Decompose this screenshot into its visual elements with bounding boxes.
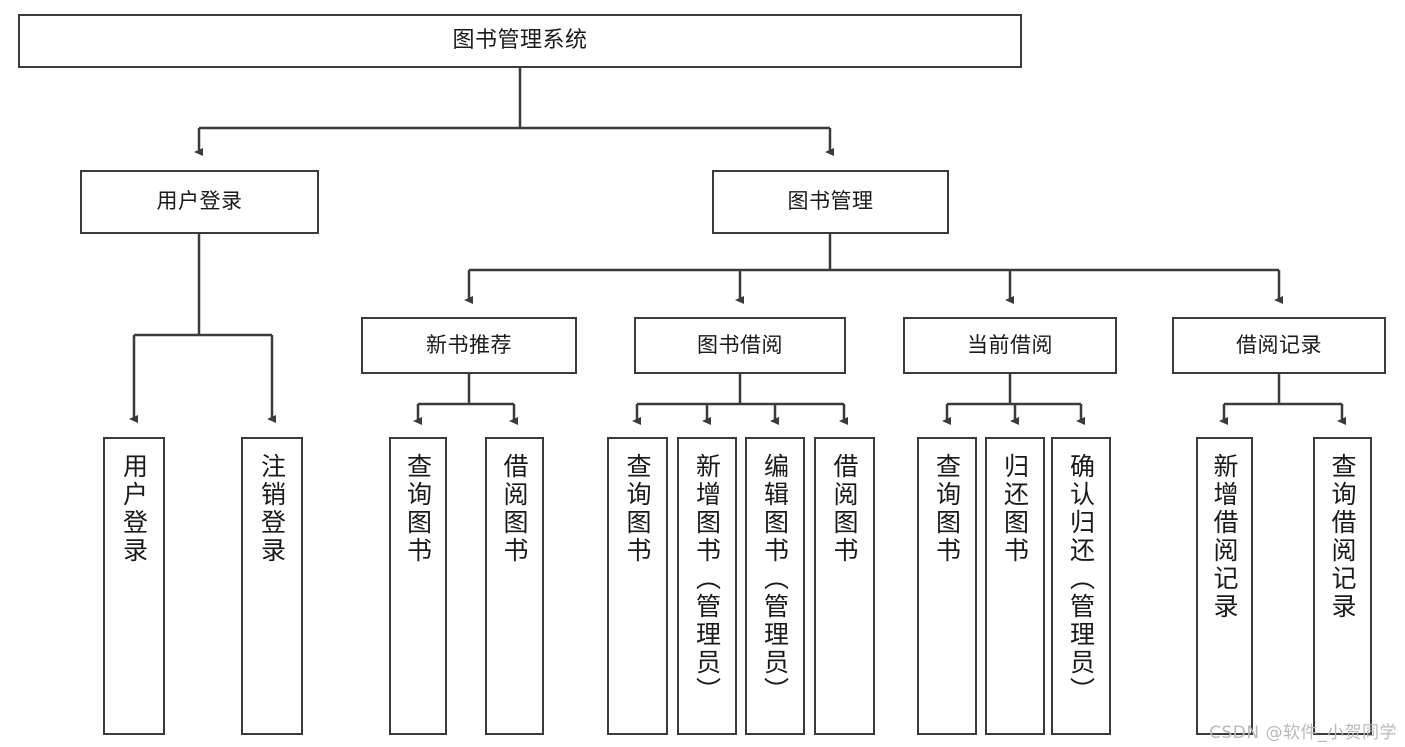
leaf-query-book-current-label: 查询图书: [932, 453, 962, 565]
leaf-edit-book-admin[interactable]: 编辑图书（管理员）: [745, 437, 805, 735]
leaf-borrow-book-recommend-label: 借阅图书: [500, 453, 529, 565]
leaf-logout[interactable]: 注销登录: [241, 437, 303, 735]
leaf-query-book-borrow-label: 查询图书: [623, 453, 652, 565]
leaf-borrow-book[interactable]: 借阅图书: [814, 437, 875, 735]
node-root-label: 图书管理系统: [452, 27, 588, 53]
leaf-borrow-book-label: 借阅图书: [830, 453, 859, 565]
node-new-book-recommend[interactable]: 新书推荐: [361, 317, 577, 374]
watermark: CSDN @软件_小贺同学: [1209, 723, 1397, 743]
node-new-book-recommend-label: 新书推荐: [426, 332, 512, 357]
leaf-query-book-recommend-label: 查询图书: [403, 453, 433, 565]
leaf-query-borrow-record[interactable]: 查询借阅记录: [1313, 437, 1372, 735]
leaf-query-borrow-record-label: 查询借阅记录: [1328, 453, 1357, 621]
leaf-user-login[interactable]: 用户登录: [103, 437, 165, 735]
leaf-query-book-borrow[interactable]: 查询图书: [607, 437, 668, 735]
node-borrow-record-label: 借阅记录: [1236, 332, 1322, 357]
leaf-add-borrow-record-label: 新增借阅记录: [1210, 453, 1239, 621]
leaf-edit-book-admin-label: 编辑图书（管理员）: [760, 453, 790, 705]
leaf-query-book-recommend[interactable]: 查询图书: [389, 437, 447, 735]
leaf-return-book[interactable]: 归还图书: [985, 437, 1045, 735]
node-borrow-record[interactable]: 借阅记录: [1172, 317, 1386, 374]
leaf-query-book-current[interactable]: 查询图书: [917, 437, 977, 735]
leaf-add-book-admin[interactable]: 新增图书（管理员）: [677, 437, 737, 735]
node-user-login[interactable]: 用户登录: [80, 170, 319, 234]
leaf-return-book-label: 归还图书: [1000, 453, 1030, 565]
node-current-borrow[interactable]: 当前借阅: [903, 317, 1117, 374]
node-root[interactable]: 图书管理系统: [18, 14, 1022, 68]
leaf-confirm-return-admin-label: 确认归还（管理员）: [1066, 453, 1096, 705]
leaf-add-borrow-record[interactable]: 新增借阅记录: [1196, 437, 1253, 735]
node-book-management[interactable]: 图书管理: [712, 170, 949, 234]
node-book-borrow[interactable]: 图书借阅: [634, 317, 846, 374]
leaf-confirm-return-admin[interactable]: 确认归还（管理员）: [1051, 437, 1111, 735]
node-book-borrow-label: 图书借阅: [697, 332, 783, 357]
node-current-borrow-label: 当前借阅: [967, 332, 1053, 357]
leaf-user-login-label: 用户登录: [119, 453, 149, 565]
node-book-management-label: 图书管理: [787, 189, 874, 214]
leaf-logout-label: 注销登录: [257, 453, 287, 565]
leaf-borrow-book-recommend[interactable]: 借阅图书: [485, 437, 544, 735]
leaf-add-book-admin-label: 新增图书（管理员）: [692, 453, 722, 705]
node-user-login-label: 用户登录: [156, 189, 243, 214]
